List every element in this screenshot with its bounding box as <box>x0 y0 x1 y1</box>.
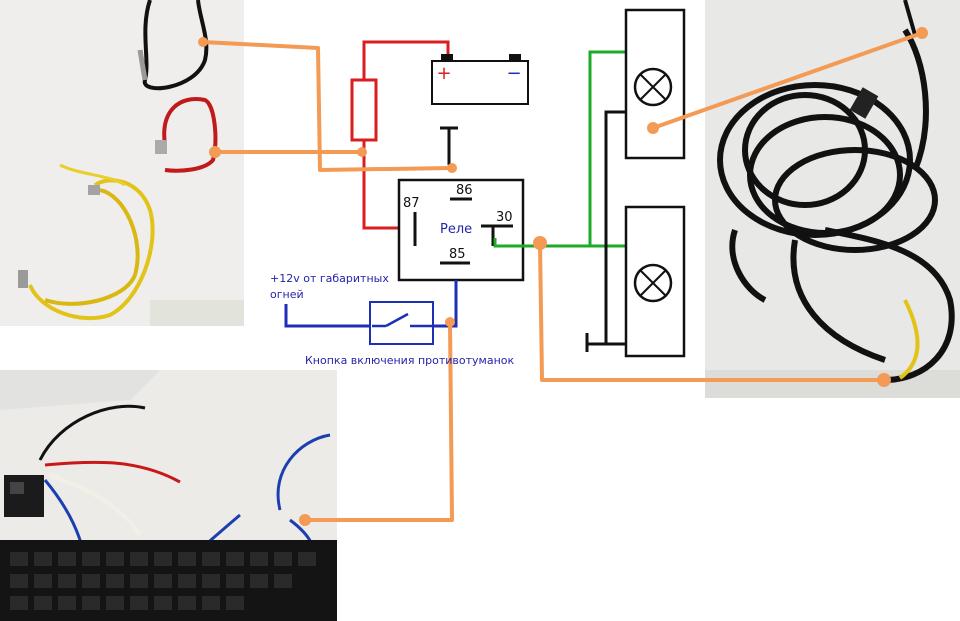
relay-label: Реле <box>440 222 472 237</box>
orange-dot <box>445 317 455 327</box>
red-wire-battery-to-fuse <box>362 40 450 80</box>
lamp-ground-rail <box>585 110 627 352</box>
loose-wires-illustration <box>0 0 244 326</box>
source-label-line2: огней <box>270 288 304 301</box>
photo-loose-wires <box>0 0 244 326</box>
orange-link-black-wire-to-ground <box>201 40 454 172</box>
orange-link-30-to-harness <box>538 241 886 382</box>
fog-lamp-icon <box>633 263 673 303</box>
battery-minus-sign: − <box>506 63 521 84</box>
relay-box <box>397 178 525 282</box>
pin-86-label: 86 <box>456 183 473 198</box>
orange-dot <box>647 122 659 134</box>
orange-dot <box>198 37 208 47</box>
orange-link-85-to-relay-photo <box>303 320 454 522</box>
orange-dot <box>357 147 367 157</box>
battery-plus-sign: + <box>436 63 451 84</box>
blue-wire-switch-to-85 <box>432 280 458 328</box>
battery-icon <box>431 54 529 105</box>
orange-dot <box>447 163 457 173</box>
orange-link-upper-lamp <box>651 31 924 130</box>
photo-relay-assembly <box>0 370 337 621</box>
switch-icon <box>369 301 434 345</box>
source-label-line1: +12v от габаритных <box>270 272 389 285</box>
orange-dot <box>916 27 928 39</box>
pin-85-label: 85 <box>449 247 466 262</box>
relay-assembly-illustration <box>0 370 337 621</box>
orange-dot <box>209 146 221 158</box>
ground-icon <box>440 126 458 165</box>
fog-lamp-icon <box>633 67 673 107</box>
pin-30-label: 30 <box>496 210 513 225</box>
orange-dot <box>533 236 547 250</box>
orange-dot <box>877 373 891 387</box>
pin-87-label: 87 <box>403 196 420 211</box>
blue-wire-source <box>284 304 372 328</box>
button-caption: Кнопка включения противотуманок <box>305 354 514 367</box>
orange-dot <box>299 514 311 526</box>
fuse-icon <box>350 78 378 142</box>
